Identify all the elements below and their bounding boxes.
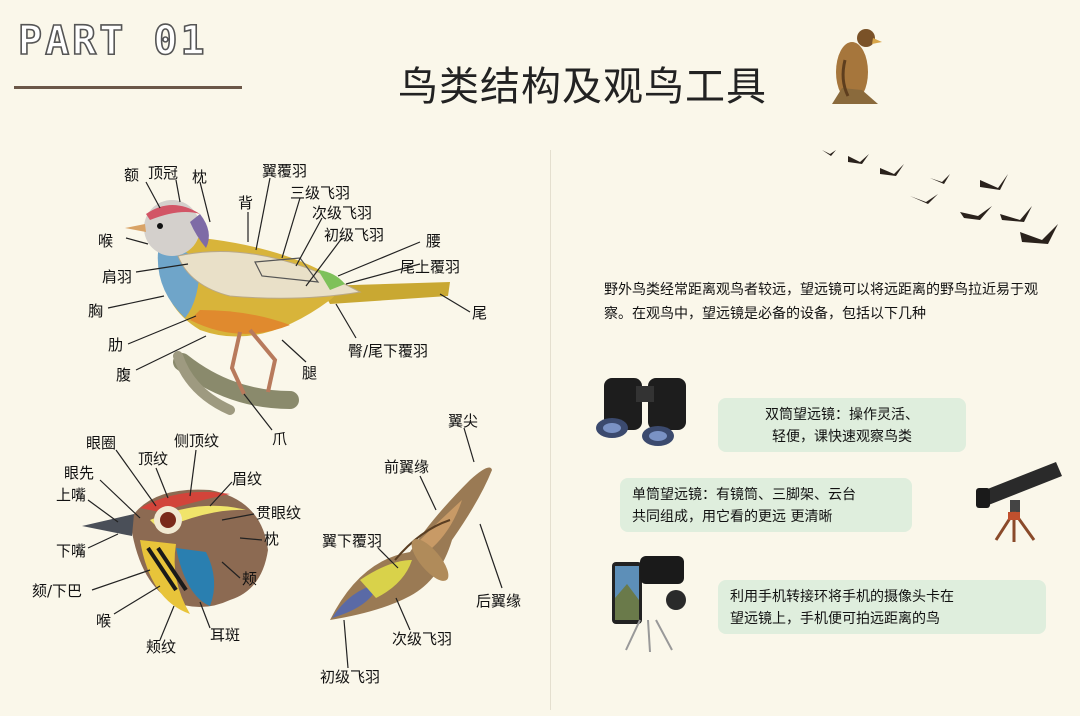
- label-chin: 颏/下巴: [32, 582, 82, 600]
- column-divider: [550, 150, 551, 710]
- label-upper-mandible: 上嘴: [56, 486, 86, 504]
- phone-adapter-text-line1: 利用手机转接环将手机的摄像头卡在: [730, 589, 954, 605]
- label-back: 背: [238, 194, 253, 212]
- bird-head-leader-lines: [87, 449, 263, 641]
- label-claw: 爪: [272, 430, 287, 448]
- label-lateral-crown-stripe: 侧顶纹: [174, 432, 219, 450]
- label-supercilium: 眉纹: [232, 470, 262, 488]
- spotting-scope-text-line1: 单筒望远镜：有镜筒、三脚架、云台: [632, 487, 856, 503]
- label-lores: 眼先: [64, 464, 94, 482]
- label-tertials: 三级飞羽: [290, 184, 350, 202]
- label-wing-tip: 翼尖: [448, 412, 478, 430]
- label-wing-secondaries: 次级飞羽: [392, 630, 452, 648]
- label-lower-mandible: 下嘴: [56, 542, 86, 560]
- eagle-icon: [832, 29, 882, 104]
- label-nape: 枕: [192, 168, 207, 186]
- spotting-scope-icon: [976, 462, 1062, 542]
- bird-body-leader-lines: [107, 177, 471, 431]
- label-tail: 尾: [472, 304, 487, 322]
- label-head-throat: 喉: [96, 612, 111, 630]
- binoculars-card: 双筒望远镜：操作灵活、 轻便，课快速观察鸟类: [718, 398, 966, 452]
- label-ear-coverts: 耳斑: [210, 626, 240, 644]
- label-secondaries: 次级飞羽: [312, 204, 372, 222]
- label-primaries: 初级飞羽: [324, 226, 384, 244]
- bird-head-illustration: [82, 489, 268, 614]
- label-cheek: 颊: [242, 570, 257, 588]
- label-forehead: 额: [124, 166, 139, 184]
- label-median-crown-stripe: 顶纹: [138, 450, 168, 468]
- label-belly: 腹: [116, 366, 131, 384]
- tools-intro: 野外鸟类经常距离观鸟者较远，望远镜可以将远距离的野鸟拉近易于观察。在观鸟中，望远…: [604, 282, 1038, 322]
- page-title: 鸟类结构及观鸟工具: [398, 64, 767, 110]
- binoculars-text-line2: 轻便，课快速观察鸟类: [772, 429, 912, 445]
- bird-body-illustration: [125, 200, 450, 415]
- phone-adapter-text-line2: 望远镜上，手机便可拍远距离的鸟: [730, 611, 940, 627]
- label-throat: 喉: [98, 232, 113, 250]
- label-underwing-coverts: 翼下覆羽: [322, 532, 382, 550]
- part-heading: PART 01: [17, 17, 208, 65]
- bird-wing-leader-lines: [343, 427, 503, 669]
- label-vent: 臀/尾下覆羽: [348, 342, 428, 360]
- label-crown: 顶冠: [148, 164, 178, 182]
- label-breast: 胸: [88, 302, 103, 320]
- label-leading-edge: 前翼缘: [384, 458, 429, 476]
- label-wing-primaries: 初级飞羽: [320, 668, 380, 686]
- label-malar-stripe: 颊纹: [146, 638, 176, 656]
- phone-adapter-card: 利用手机转接环将手机的摄像头卡在 望远镜上，手机便可拍远距离的鸟: [718, 580, 1046, 634]
- label-trailing-edge: 后翼缘: [476, 592, 521, 610]
- label-head-nape: 枕: [264, 530, 279, 548]
- flying-birds-icon: [822, 150, 1058, 244]
- bird-wing-illustration: [330, 467, 492, 620]
- spotting-scope-text-line2: 共同组成，用它看的更远 更清晰: [632, 509, 833, 525]
- binoculars-text-line1: 双筒望远镜：操作灵活、: [765, 407, 919, 423]
- label-uppertail-coverts: 尾上覆羽: [400, 258, 460, 276]
- label-wing-coverts: 翼覆羽: [262, 162, 307, 180]
- label-eye-ring: 眼圈: [86, 434, 116, 452]
- phone-adapter-icon: [612, 556, 686, 653]
- label-flank: 肋: [108, 336, 123, 354]
- binoculars-icon: [596, 378, 686, 446]
- label-eye-stripe: 贯眼纹: [256, 504, 301, 522]
- label-scapulars: 肩羽: [102, 268, 132, 286]
- label-rump: 腰: [426, 232, 441, 250]
- part-underline: [14, 86, 242, 89]
- spotting-scope-card: 单筒望远镜：有镜筒、三脚架、云台 共同组成，用它看的更远 更清晰: [620, 478, 912, 532]
- label-leg: 腿: [302, 364, 317, 382]
